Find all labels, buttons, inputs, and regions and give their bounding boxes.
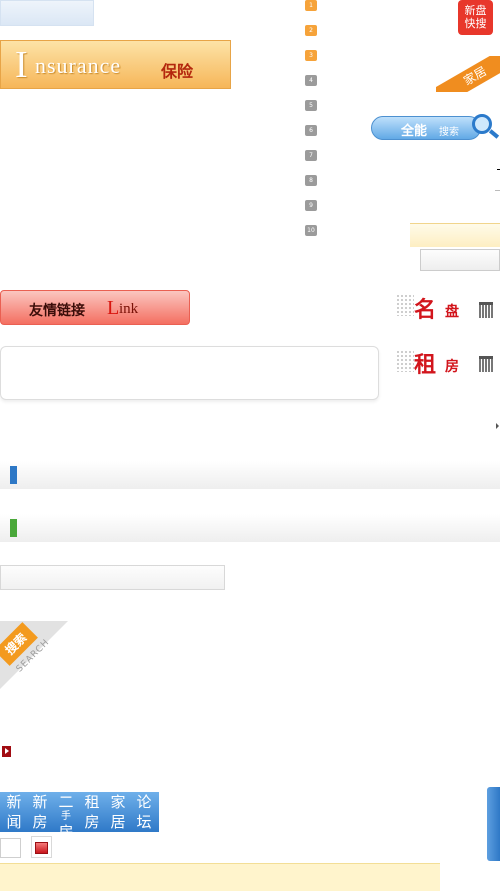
nav-tab-home-living[interactable]: 家 居 [110, 793, 126, 831]
nav-tabs: 新 闻 新 房 二 手 房 租 房 家 居 论 坛 [0, 792, 159, 841]
search-all-button[interactable]: 全能 搜索 [371, 112, 500, 144]
search-all-label: 全能 [401, 124, 428, 139]
checkbox[interactable] [0, 838, 21, 858]
arrow-right-icon[interactable] [496, 423, 499, 429]
rank-badge-2: 2 [305, 25, 317, 36]
section-band-green [0, 514, 500, 542]
nav-tab-second-hand[interactable]: 二 手 房 [58, 793, 74, 841]
insurance-label-cn: 保险 [161, 62, 194, 81]
dots-decoration [396, 350, 414, 372]
side-scroll-strip[interactable] [487, 787, 500, 861]
famous-estate-small[interactable]: 盘 [445, 304, 459, 320]
red-square-button[interactable] [31, 836, 52, 858]
nav-tab-new-homes[interactable]: 新 房 [32, 793, 48, 831]
band-marker [10, 519, 17, 537]
play-arrow-icon[interactable] [2, 746, 11, 757]
divider [495, 190, 500, 191]
rank-badge-1: 1 [305, 0, 317, 11]
nav-tab-rental[interactable]: 租 房 [84, 793, 100, 831]
rank-badge-7: 7 [305, 150, 317, 161]
band-marker [10, 466, 17, 484]
insurance-initial: I [15, 44, 28, 86]
nav-tab-news[interactable]: 新 闻 [6, 793, 22, 831]
rank-badge-5: 5 [305, 100, 317, 111]
search-input[interactable] [420, 249, 500, 271]
rank-badge-9: 9 [305, 200, 317, 211]
link-panel [0, 346, 379, 400]
rental-big[interactable]: 租 [414, 353, 437, 378]
rental-small[interactable]: 房 [445, 359, 459, 375]
home-ribbon-label: 家居 [436, 56, 500, 92]
link-initial: L [107, 297, 120, 319]
magnifier-icon [472, 114, 492, 134]
new-quick-search-badge[interactable]: 新盘 快搜 [458, 0, 493, 35]
insurance-banner[interactable]: I nsurance 保险 [0, 40, 231, 89]
dots-decoration [396, 294, 414, 316]
notice-bar [0, 863, 440, 891]
new-quick-line2: 快搜 [464, 17, 487, 30]
grey-bar [0, 565, 225, 590]
home-ribbon[interactable]: 家居 [436, 56, 500, 92]
red-square-icon [35, 842, 48, 854]
building-icon [479, 356, 493, 372]
magnifier-handle-icon [488, 129, 500, 139]
famous-estate-big[interactable]: 名 [414, 298, 437, 323]
section-band-blue [0, 461, 500, 489]
nav-tab-forum[interactable]: 论 坛 [136, 793, 152, 831]
rank-badge-10: 10 [305, 225, 317, 236]
rank-badge-8: 8 [305, 175, 317, 186]
rank-badge-4: 4 [305, 75, 317, 86]
link-label-cn: 友情链接 [29, 303, 85, 319]
friendship-link-banner: 友情链接 L ink [0, 290, 190, 325]
divider [497, 169, 500, 170]
insurance-title: nsurance [35, 53, 122, 78]
rank-badge-6: 6 [305, 125, 317, 136]
link-label-en: ink [119, 301, 139, 317]
search-corner-ribbon[interactable]: 搜索 SEARCH [0, 621, 68, 689]
search-all-suffix: 搜索 [439, 127, 459, 138]
top-tab[interactable] [0, 0, 94, 26]
new-quick-line1: 新盘 [464, 4, 487, 17]
rank-badge-3: 3 [305, 50, 317, 61]
building-icon [479, 302, 493, 318]
highlight-box [410, 223, 500, 247]
